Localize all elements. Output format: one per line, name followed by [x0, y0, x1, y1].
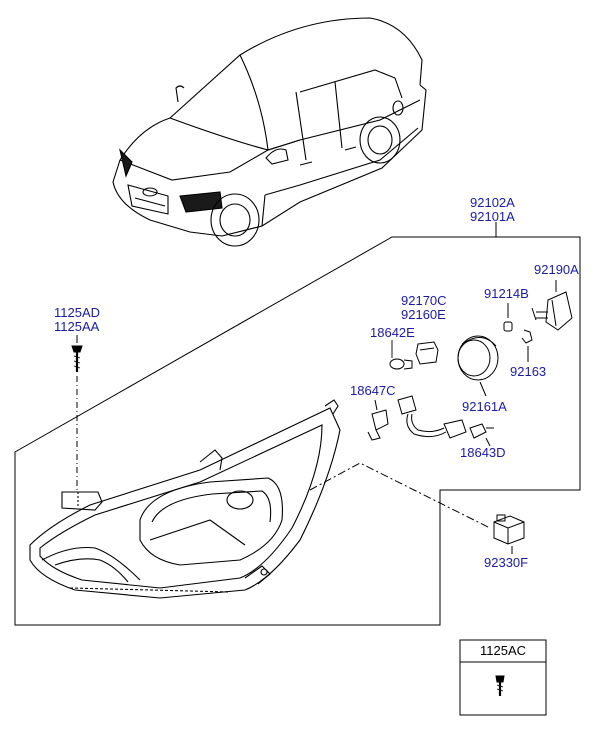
label-91214B[interactable]: 91214B	[484, 286, 529, 301]
label-92190A[interactable]: 92190A	[534, 262, 579, 277]
assembly-boundary	[14, 236, 581, 626]
bulb-icon	[389, 358, 413, 370]
bolt-icon	[495, 675, 505, 696]
inset-box	[459, 639, 547, 716]
label-18643D[interactable]: 18643D	[460, 445, 506, 460]
label-92160E[interactable]: 92160E	[401, 307, 446, 322]
cap-icon	[457, 335, 499, 381]
label-92102A[interactable]: 92102A	[470, 195, 515, 210]
harness-icon	[397, 395, 494, 439]
inset-title-1125AC: 1125AC	[479, 643, 526, 658]
label-92101A[interactable]: 92101A	[470, 209, 515, 224]
car-icon	[112, 17, 427, 247]
label-92161A[interactable]: 92161A	[462, 399, 507, 414]
label-92163[interactable]: 92163	[510, 364, 547, 379]
bulb-icon	[367, 409, 389, 441]
label-18647C[interactable]: 18647C	[350, 383, 396, 398]
headlamp-icon	[29, 399, 341, 599]
label-1125AA[interactable]: 1125AA	[54, 319, 100, 334]
label-1125AD[interactable]: 1125AD	[54, 305, 101, 320]
leveling-actuator-icon	[531, 291, 573, 331]
label-92330F[interactable]: 92330F	[484, 555, 529, 570]
bolt-icon	[71, 345, 83, 372]
label-92170C[interactable]: 92170C	[401, 293, 447, 308]
connector-icon	[493, 514, 525, 545]
socket-icon	[415, 341, 439, 365]
label-18642E[interactable]: 18642E	[370, 325, 415, 340]
